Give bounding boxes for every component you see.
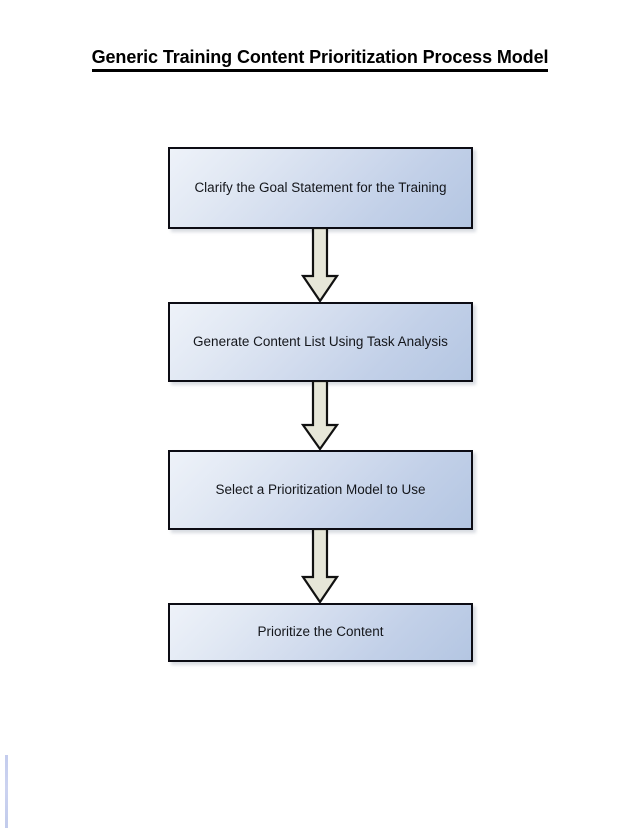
page-title: Generic Training Content Prioritization … (0, 47, 640, 72)
process-box-step-1[interactable]: Clarify the Goal Statement for the Train… (168, 147, 473, 229)
process-box-label-step-3: Select a Prioritization Model to Use (215, 481, 426, 497)
process-box-label-step-2: Generate Content List Using Task Analysi… (193, 333, 448, 349)
process-box-label-step-4: Prioritize the Content (257, 624, 384, 640)
flow-arrow-step-3-to-step-4 (296, 529, 344, 605)
page-title-text: Generic Training Content Prioritization … (91, 47, 548, 72)
flow-arrow-step-2-to-step-3 (296, 381, 344, 452)
process-box-step-3[interactable]: Select a Prioritization Model to Use (168, 450, 473, 530)
process-box-step-4[interactable]: Prioritize the Content (168, 603, 473, 662)
process-box-label-step-1: Clarify the Goal Statement for the Train… (194, 179, 447, 195)
margin-rule-line (5, 755, 8, 828)
flow-arrow-step-1-to-step-2 (296, 228, 344, 304)
process-box-step-2[interactable]: Generate Content List Using Task Analysi… (168, 302, 473, 382)
